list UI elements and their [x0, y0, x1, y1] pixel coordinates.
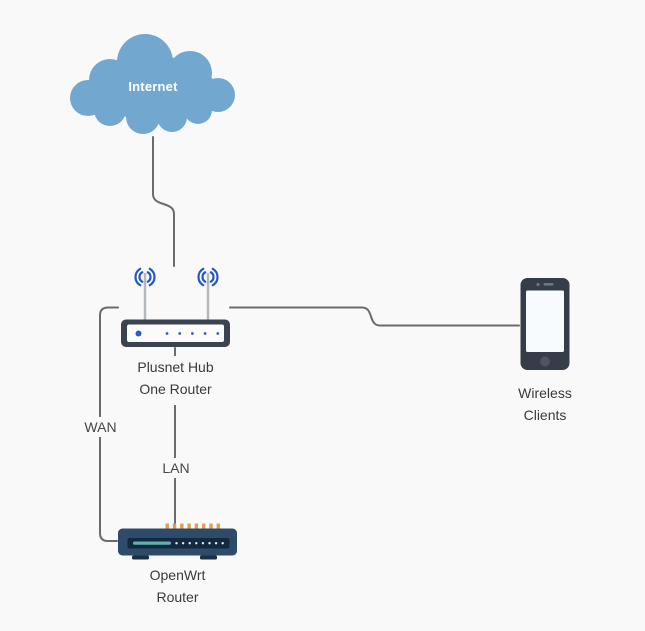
router-leds: [135, 330, 220, 337]
plusnet-router-label-line1: Plusnet Hub: [137, 359, 214, 375]
router-status-stripe: [133, 541, 171, 545]
wired-router-icon: [118, 523, 237, 560]
phone-screen: [526, 290, 564, 352]
wireless-clients-label-line1: Wireless: [518, 385, 572, 401]
router-leds: [175, 542, 224, 545]
lan-edge-label: LAN: [154, 458, 198, 478]
cloud-icon: [70, 34, 235, 134]
phone-camera-icon: [536, 282, 540, 287]
openwrt-router-label: OpenWrt Router: [107, 564, 248, 608]
router-feet: [132, 555, 217, 560]
edge-plusnet-router-to-wireless-clients: [229, 306, 520, 327]
antennas: [143, 273, 210, 322]
edge-internet-to-plusnet-router: [152, 136, 175, 267]
smartphone-icon: [520, 278, 570, 370]
wifi-signal-icon: [134, 267, 219, 287]
plusnet-router-label-line2: One Router: [139, 381, 212, 397]
wan-edge-label: WAN: [78, 417, 123, 437]
openwrt-router-label-line2: Router: [156, 589, 199, 605]
internet-label: Internet: [128, 79, 178, 94]
phone-home-button: [540, 356, 550, 367]
wireless-clients-label: Wireless Clients: [485, 382, 605, 426]
plusnet-router-label: Plusnet Hub One Router: [105, 356, 246, 405]
phone-speaker: [543, 283, 554, 286]
openwrt-router-label-line1: OpenWrt: [149, 567, 206, 583]
router-ports: [165, 523, 220, 532]
router-front-panel: [127, 538, 230, 549]
router-front-panel: [127, 324, 224, 342]
wireless-router-icon: [121, 267, 230, 347]
wireless-clients-label-line2: Clients: [523, 407, 567, 423]
